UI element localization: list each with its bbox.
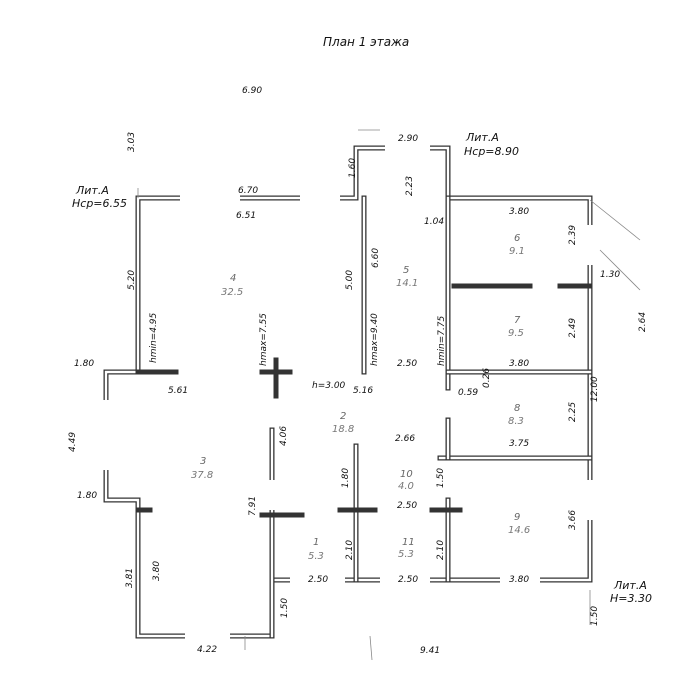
svg-text:6.70: 6.70 (238, 186, 258, 196)
plan-title: План 1 этажа (323, 35, 409, 49)
room-3: 3 37.8 (191, 456, 213, 481)
svg-text:7: 7 (514, 315, 521, 326)
svg-text:1.50: 1.50 (590, 606, 600, 626)
svg-text:2.50: 2.50 (397, 359, 417, 369)
hmax-label-1: hmax=7.55 (259, 313, 269, 366)
svg-text:3.80: 3.80 (509, 207, 529, 217)
hmax-label-2: hmax=9.40 (370, 313, 380, 366)
svg-text:37.8: 37.8 (191, 470, 213, 481)
svg-text:Лит.А: Лит.А (465, 131, 499, 144)
svg-text:4.22: 4.22 (197, 645, 217, 655)
svg-text:5.16: 5.16 (353, 386, 373, 396)
svg-text:1.50: 1.50 (280, 598, 290, 618)
svg-text:1.60: 1.60 (348, 158, 358, 178)
svg-text:3.81: 3.81 (125, 568, 135, 588)
svg-text:9.41: 9.41 (420, 646, 440, 656)
svg-text:32.5: 32.5 (221, 287, 243, 298)
svg-text:Нср=6.55: Нср=6.55 (72, 197, 127, 210)
dimension-labels: 6.90 3.03 2.90 1.60 2.23 6.70 6.51 1.04 … (68, 86, 648, 656)
room-5: 5 14.1 (396, 265, 418, 289)
svg-text:1.80: 1.80 (341, 468, 351, 488)
svg-text:1: 1 (313, 537, 319, 548)
svg-text:4.06: 4.06 (279, 426, 289, 446)
svg-text:2.10: 2.10 (436, 540, 446, 560)
svg-text:9.5: 9.5 (508, 328, 524, 339)
svg-text:1.50: 1.50 (436, 468, 446, 488)
svg-text:6.90: 6.90 (242, 86, 262, 96)
hmin-label: hmin=4.95 (149, 312, 159, 363)
svg-text:5.00: 5.00 (345, 270, 355, 290)
svg-text:3.80: 3.80 (509, 575, 529, 585)
svg-text:Н=3.30: Н=3.30 (610, 592, 652, 605)
svg-text:2.50: 2.50 (397, 501, 417, 511)
svg-text:14.6: 14.6 (508, 525, 530, 536)
svg-text:2.23: 2.23 (405, 176, 415, 196)
svg-text:2.90: 2.90 (398, 134, 418, 144)
svg-text:4: 4 (230, 273, 236, 284)
svg-text:3.75: 3.75 (509, 439, 529, 449)
svg-text:3.03: 3.03 (127, 132, 137, 152)
svg-text:Нср=8.90: Нср=8.90 (464, 145, 519, 158)
svg-text:5.61: 5.61 (168, 386, 188, 396)
svg-text:6.60: 6.60 (371, 248, 381, 268)
svg-text:2.50: 2.50 (398, 575, 418, 585)
svg-text:9: 9 (514, 512, 520, 523)
svg-text:2.50: 2.50 (308, 575, 328, 585)
svg-text:2.25: 2.25 (568, 402, 578, 422)
room-10: 10 4.0 (398, 469, 414, 492)
svg-text:11: 11 (402, 537, 415, 548)
svg-text:8.3: 8.3 (508, 416, 524, 427)
svg-text:1.04: 1.04 (424, 217, 444, 227)
hmin-label-2: hmin=7.75 (437, 315, 447, 366)
svg-text:2.49: 2.49 (568, 318, 578, 338)
svg-text:5.20: 5.20 (127, 270, 137, 290)
svg-text:6.51: 6.51 (236, 211, 256, 221)
room-8: 8 8.3 (508, 403, 524, 427)
svg-text:4.49: 4.49 (68, 432, 78, 452)
svg-text:3.66: 3.66 (568, 510, 578, 530)
svg-text:4.0: 4.0 (398, 481, 414, 492)
room-6: 6 9.1 (509, 233, 525, 257)
svg-text:0.26: 0.26 (482, 368, 492, 388)
svg-text:2.10: 2.10 (345, 540, 355, 560)
room-9: 9 14.6 (508, 512, 530, 536)
svg-text:3.80: 3.80 (509, 359, 529, 369)
svg-text:18.8: 18.8 (332, 424, 354, 435)
svg-text:2.39: 2.39 (568, 225, 578, 245)
svg-text:5.3: 5.3 (398, 549, 414, 560)
room-7: 7 9.5 (508, 315, 524, 339)
svg-text:Лит.А: Лит.А (613, 579, 647, 592)
svg-text:9.1: 9.1 (509, 246, 525, 257)
room-4: 4 32.5 (221, 273, 243, 298)
svg-text:7.91: 7.91 (248, 496, 258, 516)
svg-text:0.59: 0.59 (458, 388, 478, 398)
svg-text:10: 10 (400, 469, 413, 480)
lit-label-bottom: Лит.А Н=3.30 (610, 579, 652, 605)
svg-text:3: 3 (200, 456, 206, 467)
svg-text:5.3: 5.3 (308, 551, 324, 562)
svg-text:5: 5 (403, 265, 409, 276)
svg-text:1.80: 1.80 (77, 491, 97, 501)
lit-label-top: Лит.А Нср=8.90 (464, 131, 519, 158)
svg-text:2.66: 2.66 (395, 434, 415, 444)
leader-lines (137, 129, 641, 661)
svg-text:6: 6 (514, 233, 520, 244)
room-2: 2 18.8 (332, 411, 354, 435)
svg-text:1.80: 1.80 (74, 359, 94, 369)
room-1: 1 5.3 (308, 537, 324, 562)
svg-text:2: 2 (340, 411, 346, 422)
room-11: 11 5.3 (398, 537, 415, 560)
svg-text:2.64: 2.64 (638, 312, 648, 332)
svg-text:14.1: 14.1 (396, 278, 418, 289)
lit-label-left: Лит.А Нср=6.55 (72, 184, 127, 210)
h-label: h=3.00 (312, 381, 346, 391)
openings (102, 144, 595, 641)
svg-text:3.80: 3.80 (152, 561, 162, 581)
svg-text:8: 8 (514, 403, 520, 414)
svg-text:12.00: 12.00 (590, 376, 600, 402)
svg-text:Лит.А: Лит.А (75, 184, 109, 197)
svg-text:1.30: 1.30 (600, 270, 620, 280)
